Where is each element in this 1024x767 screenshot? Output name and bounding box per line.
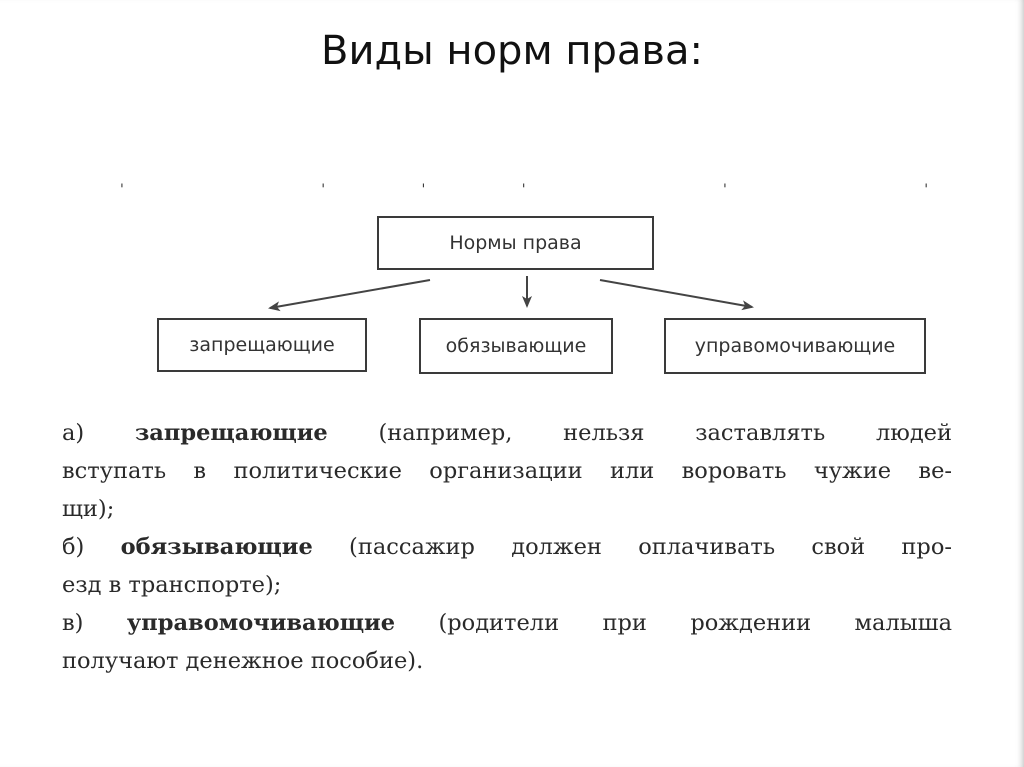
text-line: получают денежное пособие).: [62, 648, 424, 674]
node-legal-norms: Нормы права: [377, 216, 654, 270]
node-empowering: управомочивающие: [664, 318, 926, 374]
scanned-textbook-fragment: ' , ' ' ' , ' , ' Нормы права запрещающи…: [0, 170, 1024, 710]
node-prohibiting: запрещающие: [157, 318, 367, 372]
arrow-to-prohibiting: [268, 279, 431, 312]
text-line: щи);: [62, 496, 115, 522]
text-line: в) управомочивающие (родители при рожден…: [62, 610, 952, 636]
term-prohibiting: запрещающие: [134, 420, 328, 446]
term-obliging: обязывающие: [120, 534, 313, 560]
node-obliging: обязывающие: [419, 318, 613, 374]
term-empowering: управомочивающие: [126, 610, 396, 636]
explanation-text: а) запрещающие (например, нельзя заставл…: [62, 414, 962, 680]
text-line: б) обязывающие (пассажир должен оплачива…: [62, 534, 952, 560]
slide-title: Виды норм права:: [321, 28, 703, 74]
scan-artifact-marks: ' , ' ' ' , ' , ': [120, 182, 940, 192]
text-line: а) запрещающие (например, нельзя заставл…: [62, 420, 952, 446]
diagram-arrows: [268, 276, 754, 312]
arrow-to-empowering: [599, 279, 754, 311]
text-line: езд в транспорте);: [62, 572, 282, 598]
text-line: вступать в политические организации или …: [62, 458, 952, 484]
